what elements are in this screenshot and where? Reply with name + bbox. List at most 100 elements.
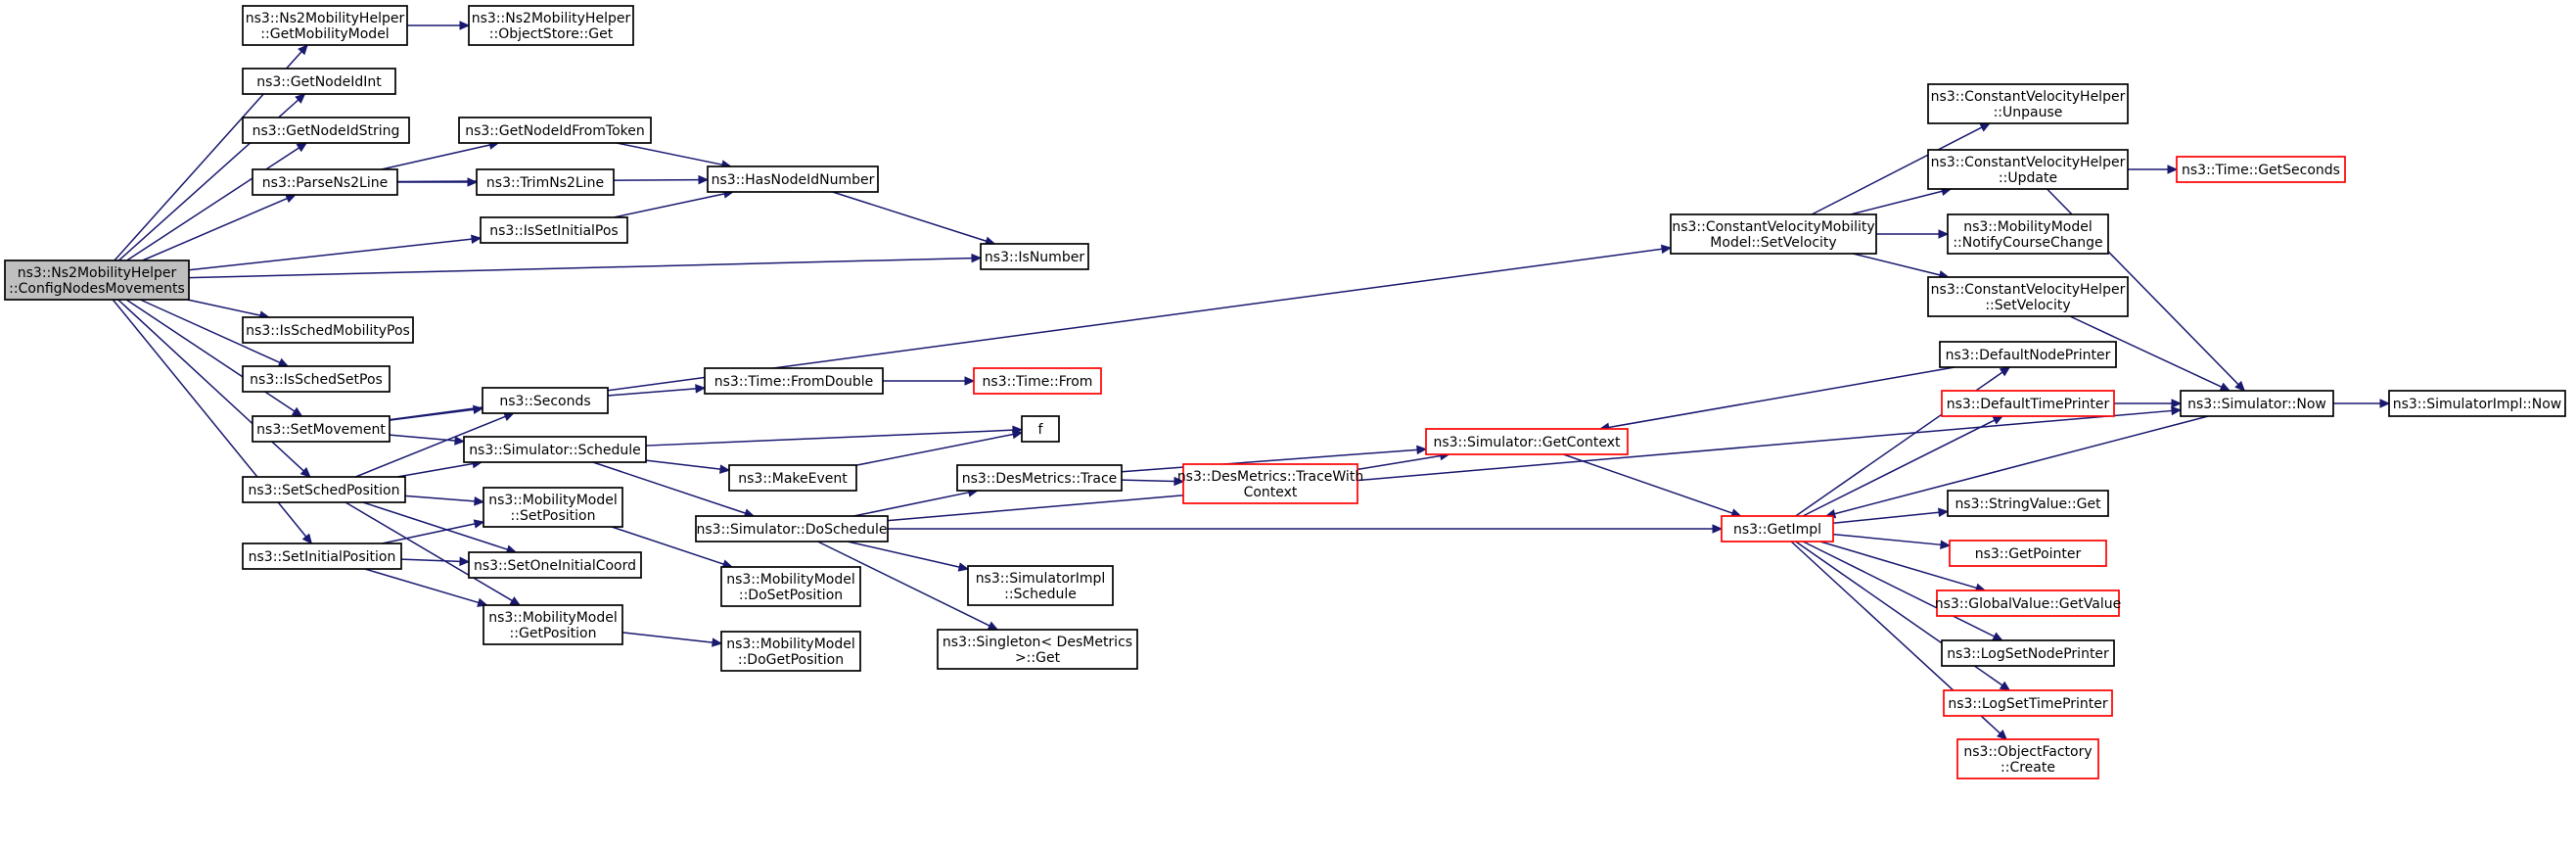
node-stringValueGet[interactable]: ns3::StringValue::Get <box>1947 490 2109 517</box>
node-box[interactable] <box>2180 390 2334 417</box>
node-box[interactable] <box>463 436 647 463</box>
node-parseNs2Line[interactable]: ns3::ParseNs2Line <box>252 168 398 196</box>
node-seconds[interactable]: ns3::Seconds <box>482 387 609 414</box>
node-hasNodeIdNumber[interactable]: ns3::HasNodeIdNumber <box>707 165 879 193</box>
node-box[interactable] <box>1947 490 2109 517</box>
node-simNow[interactable]: ns3::Simulator::Now <box>2180 390 2334 417</box>
node-globalValueGetValue[interactable]: ns3::GlobalValue::GetValue <box>1935 590 2121 617</box>
node-setOneInitialCoord[interactable]: ns3::SetOneInitialCoord <box>468 551 642 579</box>
node-box[interactable] <box>2388 390 2566 417</box>
node-logSetTimePrinter[interactable]: ns3::LogSetTimePrinter <box>1943 689 2113 717</box>
node-box[interactable] <box>483 487 623 528</box>
node-box[interactable] <box>1021 415 1060 443</box>
node-box[interactable] <box>980 243 1089 270</box>
node-box[interactable] <box>4 259 190 301</box>
node-desMetricsTrace[interactable]: ns3::DesMetrics::Trace <box>956 464 1123 492</box>
node-box[interactable] <box>707 165 879 193</box>
node-box[interactable] <box>482 387 609 414</box>
node-simSchedule[interactable]: ns3::Simulator::Schedule <box>463 436 647 463</box>
node-isSchedMobilityPos[interactable]: ns3::IsSchedMobilityPos <box>242 316 414 344</box>
node-box[interactable] <box>1941 390 2115 417</box>
node-getNodeIdString[interactable]: ns3::GetNodeIdString <box>242 117 410 144</box>
node-simDoSchedule[interactable]: ns3::Simulator::DoSchedule <box>695 515 889 542</box>
node-box[interactable] <box>704 367 884 395</box>
node-box[interactable] <box>458 117 652 144</box>
node-simImplSchedule[interactable]: ns3::SimulatorImpl::Schedule <box>967 565 1114 606</box>
node-simGetContext[interactable]: ns3::Simulator::GetContext <box>1425 428 1629 455</box>
node-mmNotifyCourseChange[interactable]: ns3::MobilityModel::NotifyCourseChange <box>1947 213 2109 255</box>
node-singletonGet[interactable]: ns3::Singleton< DesMetrics>::Get <box>937 629 1138 670</box>
node-box[interactable] <box>1939 341 2117 368</box>
node-box[interactable] <box>720 631 861 672</box>
node-box[interactable] <box>973 367 1102 395</box>
node-box[interactable] <box>242 476 406 503</box>
node-box[interactable] <box>468 551 642 579</box>
node-getNodeIdInt[interactable]: ns3::GetNodeIdInt <box>242 68 396 95</box>
node-getMobilityModel[interactable]: ns3::Ns2MobilityHelper::GetMobilityModel <box>242 5 408 46</box>
node-box[interactable] <box>1670 213 1877 255</box>
node-mmGetPosition[interactable]: ns3::MobilityModel::GetPosition <box>483 604 623 645</box>
node-cvhUpdate[interactable]: ns3::ConstantVelocityHelper::Update <box>1927 149 2129 190</box>
node-box[interactable] <box>1947 213 2109 255</box>
node-getImpl[interactable]: ns3::GetImpl <box>1721 515 1834 542</box>
node-isNumber[interactable]: ns3::IsNumber <box>980 243 1089 270</box>
node-cvhUnpause[interactable]: ns3::ConstantVelocityHelper::Unpause <box>1927 83 2129 124</box>
node-setSchedPosition[interactable]: ns3::SetSchedPosition <box>242 476 406 503</box>
node-objectFactoryCreate[interactable]: ns3::ObjectFactory::Create <box>1956 738 2099 779</box>
node-makeEvent[interactable]: ns3::MakeEvent <box>728 464 857 492</box>
node-logSetNodePrinter[interactable]: ns3::LogSetNodePrinter <box>1941 639 2115 667</box>
node-isSchedSetPos[interactable]: ns3::IsSchedSetPos <box>242 365 391 393</box>
node-box[interactable] <box>242 117 410 144</box>
node-box[interactable] <box>1927 149 2129 190</box>
node-defaultNodePrinter[interactable]: ns3::DefaultNodePrinter <box>1939 341 2117 368</box>
node-objectStoreGet[interactable]: ns3::Ns2MobilityHelper::ObjectStore::Get <box>468 5 634 46</box>
node-isSetInitialPos[interactable]: ns3::IsSetInitialPos <box>480 216 628 244</box>
node-root[interactable]: ns3::Ns2MobilityHelper::ConfigNodesMovem… <box>4 259 190 301</box>
node-box[interactable] <box>2176 156 2346 183</box>
node-box[interactable] <box>1721 515 1834 542</box>
node-timeGetSeconds[interactable]: ns3::Time::GetSeconds <box>2176 156 2346 183</box>
node-box[interactable] <box>242 316 414 344</box>
node-simImplNow[interactable]: ns3::SimulatorImpl::Now <box>2388 390 2566 417</box>
node-box[interactable] <box>468 5 634 46</box>
node-box[interactable] <box>1927 83 2129 124</box>
node-setMovement[interactable]: ns3::SetMovement <box>252 415 391 443</box>
node-box[interactable] <box>1943 689 2113 717</box>
node-box[interactable] <box>1941 639 2115 667</box>
node-box[interactable] <box>937 629 1138 670</box>
node-cvhSetVelocity[interactable]: ns3::ConstantVelocityHelper::SetVelocity <box>1927 276 2129 317</box>
node-mmSetPosition[interactable]: ns3::MobilityModel::SetPosition <box>483 487 623 528</box>
node-box[interactable] <box>252 168 398 196</box>
node-box[interactable] <box>967 565 1114 606</box>
node-box[interactable] <box>1182 463 1358 504</box>
node-box[interactable] <box>1425 428 1629 455</box>
node-box[interactable] <box>695 515 889 542</box>
node-box[interactable] <box>242 5 408 46</box>
node-box[interactable] <box>252 415 391 443</box>
node-mmDoGetPosition[interactable]: ns3::MobilityModel::DoGetPosition <box>720 631 861 672</box>
node-box[interactable] <box>956 464 1123 492</box>
node-box[interactable] <box>483 604 623 645</box>
node-box[interactable] <box>1927 276 2129 317</box>
node-box[interactable] <box>476 168 615 196</box>
node-box[interactable] <box>242 542 402 570</box>
node-box[interactable] <box>728 464 857 492</box>
node-getPointer[interactable]: ns3::GetPointer <box>1949 540 2107 567</box>
node-timeFromDouble[interactable]: ns3::Time::FromDouble <box>704 367 884 395</box>
node-mmDoSetPosition[interactable]: ns3::MobilityModel::DoSetPosition <box>720 566 861 607</box>
node-box[interactable] <box>1949 540 2107 567</box>
node-box[interactable] <box>1956 738 2099 779</box>
node-setInitialPosition[interactable]: ns3::SetInitialPosition <box>242 542 402 570</box>
node-getNodeIdFromToken[interactable]: ns3::GetNodeIdFromToken <box>458 117 652 144</box>
node-trimNs2Line[interactable]: ns3::TrimNs2Line <box>476 168 615 196</box>
node-f[interactable]: f <box>1021 415 1060 443</box>
node-defaultTimePrinter[interactable]: ns3::DefaultTimePrinter <box>1941 390 2115 417</box>
node-box[interactable] <box>480 216 628 244</box>
node-cvmSetVelocity[interactable]: ns3::ConstantVelocityMobilityModel::SetV… <box>1670 213 1877 255</box>
node-box[interactable] <box>242 68 396 95</box>
node-box[interactable] <box>242 365 391 393</box>
node-box[interactable] <box>720 566 861 607</box>
node-timeFrom[interactable]: ns3::Time::From <box>973 367 1102 395</box>
node-box[interactable] <box>1936 590 2120 617</box>
